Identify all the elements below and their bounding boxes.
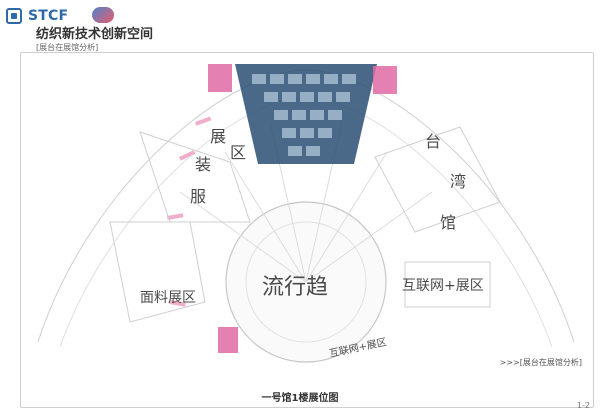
stand-block — [288, 146, 302, 156]
top-stand-blocks — [252, 74, 356, 156]
stand-block — [282, 128, 296, 138]
wedge-line — [305, 151, 388, 283]
stand-block — [310, 110, 324, 120]
taiwan-hall-char-1: 台 — [425, 132, 441, 151]
clothing-zone-char-1: 服 — [190, 187, 206, 206]
stand-block — [306, 146, 320, 156]
internet-zone-label: 互联网+展区 — [402, 278, 484, 294]
accent-stripe — [195, 116, 212, 126]
stand-block — [342, 74, 356, 84]
stand-block — [324, 74, 338, 84]
wedge-line — [224, 151, 307, 283]
clothing-zone-char-3: 展 — [210, 127, 226, 146]
accent-stripe — [167, 213, 184, 220]
content-frame — [20, 52, 594, 408]
zone-outline — [374, 126, 501, 233]
clothing-zone-char-2: 装 — [195, 155, 211, 174]
header: STCF 纺织新技术创新空间 [展台在展馆分析] — [0, 0, 600, 52]
stand-block — [288, 74, 302, 84]
wedge-line — [179, 191, 307, 283]
brand-mark-icon — [6, 8, 22, 24]
fabric-zone-label: 面料展区 — [140, 290, 196, 306]
stand-block — [252, 74, 266, 84]
stand-block — [264, 92, 278, 102]
taiwan-hall-char-3: 馆 — [440, 213, 456, 232]
pink-booth-left-top — [208, 64, 232, 92]
page-title: 纺织新技术创新空间 — [36, 27, 154, 42]
stand-block — [300, 92, 314, 102]
accent-stripe — [169, 300, 186, 307]
section-subtitle: [展台在展馆分析] — [36, 43, 99, 52]
taiwan-hall-char-2: 湾 — [450, 172, 466, 191]
section-breadcrumb: >>>[展台在展馆分析] — [499, 358, 582, 367]
brand-logo: STCF — [6, 7, 122, 25]
center-inner-ring — [245, 221, 367, 343]
accent-stripe — [178, 150, 196, 161]
stand-block — [282, 92, 296, 102]
zone-label-top-left: 区 — [230, 143, 246, 162]
pink-booth-bottom-left — [218, 327, 238, 353]
zone-outline — [404, 261, 491, 308]
stand-block — [328, 110, 342, 120]
stand-block — [318, 92, 332, 102]
zone-outline — [109, 221, 206, 323]
zone-outlines — [109, 126, 501, 323]
stand-block — [292, 110, 306, 120]
trend-label: 流行趋 — [262, 275, 328, 300]
stand-block — [318, 128, 332, 138]
stand-block — [306, 74, 320, 84]
radial-wedges — [179, 121, 433, 283]
stand-block — [336, 92, 350, 102]
stand-block — [300, 128, 314, 138]
accent-stripes — [167, 116, 212, 307]
wedge-line — [305, 191, 433, 283]
zone-outline — [139, 131, 251, 223]
stand-block — [274, 110, 288, 120]
partner-logo-icon — [92, 7, 114, 23]
floorplan-svg: 区 服 装 展 面料展区 台 湾 馆 流行趋 互联网+展区 互联网+展区 — [37, 64, 575, 363]
pink-booth-right-top — [373, 66, 397, 94]
stand-block — [270, 74, 284, 84]
brand-text: STCF — [28, 8, 69, 24]
page-number: 1-2 — [576, 401, 590, 410]
map-title: 一号馆1楼展位图 — [261, 393, 339, 404]
